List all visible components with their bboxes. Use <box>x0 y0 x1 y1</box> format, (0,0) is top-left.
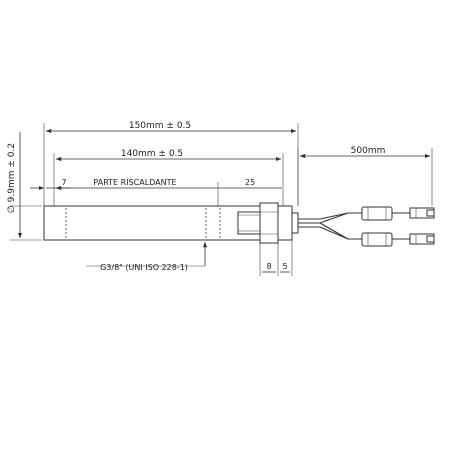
hex-nut <box>259 202 279 244</box>
dim-total-length: 150mm ± 0.5 <box>129 121 191 131</box>
wire-upper <box>298 212 362 220</box>
dim-offset-right: 25 <box>245 178 255 187</box>
thread-spec-label: G3/8" (UNI ISO 228-1) <box>100 263 188 272</box>
dim-heated-zone-label: PARTE RISCALDANTE <box>93 178 176 187</box>
dim-offset-left: 7 <box>61 178 66 187</box>
collar <box>277 205 293 241</box>
cartridge-tube <box>43 205 263 241</box>
dim-heated-length: 140mm ± 0.5 <box>121 149 183 159</box>
connector-upper <box>361 206 435 221</box>
connector-lower <box>361 232 435 247</box>
wire-lower <box>298 226 362 240</box>
dim-collar-width: 5 <box>282 262 287 271</box>
dim-cable-length: 500mm <box>351 146 386 156</box>
dim-hex-width: 8 <box>266 262 271 271</box>
dim-diameter: ∅ 9.9mm ± 0.2 <box>7 143 17 213</box>
cable-gland <box>291 212 299 234</box>
